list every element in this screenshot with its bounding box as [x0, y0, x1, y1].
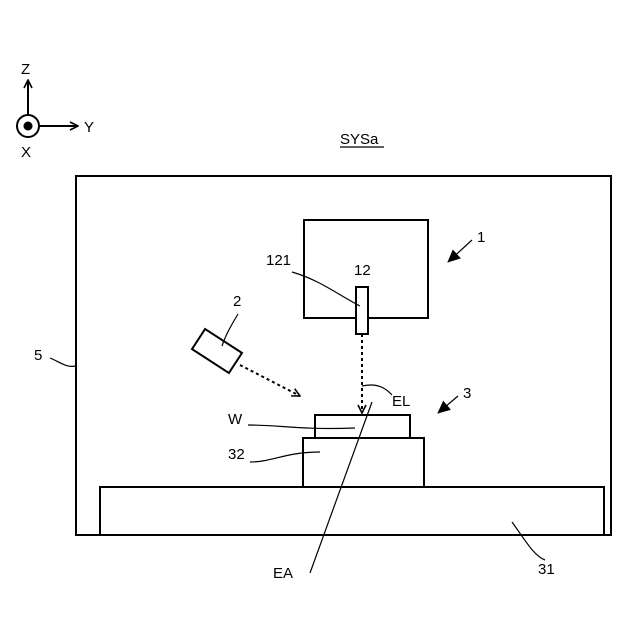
label-2: 2: [233, 293, 241, 310]
beam-2: [240, 365, 300, 396]
device-2: [192, 329, 242, 373]
z-axis-label: Z: [21, 61, 30, 78]
label-31: 31: [538, 561, 555, 578]
y-axis-label: Y: [84, 119, 94, 136]
label-el: EL: [392, 393, 410, 410]
arrow-1: [448, 240, 472, 262]
label-121: 121: [266, 252, 291, 269]
label-w: W: [228, 411, 243, 428]
label-32: 32: [228, 446, 245, 463]
axis-indicator: Z Y X: [17, 61, 94, 161]
x-axis-label: X: [21, 144, 31, 161]
leader-el: [362, 385, 392, 395]
label-1: 1: [477, 229, 485, 246]
label-5: 5: [34, 347, 42, 364]
element-12: [356, 287, 368, 334]
label-12: 12: [354, 262, 371, 279]
label-ea: EA: [273, 565, 293, 582]
leader-5: [50, 358, 76, 366]
leader-2: [222, 314, 238, 346]
label-3: 3: [463, 385, 471, 402]
stage-32: [303, 438, 424, 487]
x-axis-dot: [24, 122, 33, 131]
arrow-3: [438, 396, 458, 413]
diagram-title: SYSa: [340, 131, 379, 148]
base-31: [100, 487, 604, 535]
